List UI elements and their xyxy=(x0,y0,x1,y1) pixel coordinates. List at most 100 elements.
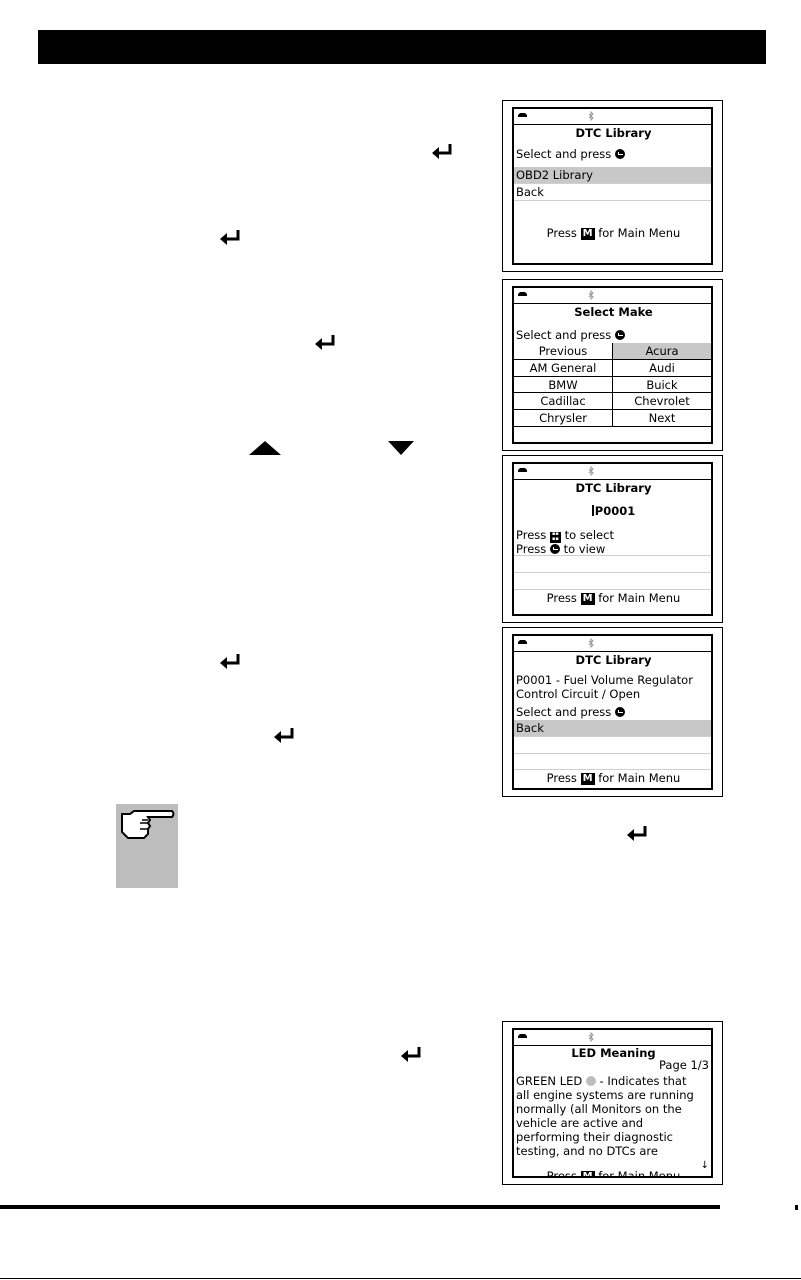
m-key-icon: M xyxy=(580,773,595,786)
footer-post: for Main Menu xyxy=(598,226,681,241)
screen-title: DTC Library xyxy=(575,126,652,140)
make-row: BMW Buick xyxy=(514,376,711,394)
instruction-pre: Press xyxy=(516,542,547,557)
led-text-line: all engine systems are running xyxy=(516,1088,694,1102)
menu-item-back[interactable]: Back xyxy=(514,184,711,201)
make-row: Chrysler Next xyxy=(514,410,711,427)
menu-item-back[interactable]: Back xyxy=(514,720,711,738)
bluetooth-icon xyxy=(588,466,594,476)
page-indicator: Page 1/3 xyxy=(658,1058,709,1072)
prompt-row: Select and press xyxy=(514,704,711,721)
prompt-row: Select and press xyxy=(514,327,711,344)
cursor-icon xyxy=(591,504,594,516)
status-bar xyxy=(514,109,711,125)
scroll-down-icon[interactable]: ↓ xyxy=(700,1160,709,1171)
lcd-screen-select-make: Select Make Select and press Previous Ac… xyxy=(502,279,723,451)
led-text-line: normally (all Monitors on the xyxy=(516,1102,682,1116)
make-option-am-general[interactable]: AM General xyxy=(514,360,613,376)
status-bar xyxy=(514,464,711,480)
instruction-post: to view xyxy=(563,542,606,557)
vehicle-icon xyxy=(518,292,527,296)
led-text-line: testing, and no DTCs are xyxy=(516,1144,658,1158)
vehicle-icon xyxy=(518,1034,527,1038)
screen-title: Select Make xyxy=(574,305,653,319)
bluetooth-icon xyxy=(588,1032,594,1042)
footer-rule xyxy=(0,1205,720,1209)
screen-title: LED Meaning xyxy=(571,1046,656,1060)
empty-row xyxy=(514,754,711,771)
page-bottom-line xyxy=(0,1278,801,1279)
footer: Press M for Main Menu xyxy=(514,770,711,787)
led-text: - Indicates that xyxy=(599,1074,687,1088)
led-label: GREEN LED xyxy=(516,1074,583,1088)
make-option-cadillac[interactable]: Cadillac xyxy=(514,393,613,410)
enter-button-icon xyxy=(549,544,560,555)
dtc-description-line1: P0001 - Fuel Volume Regulator xyxy=(516,672,693,687)
enter-key-icon xyxy=(220,230,240,245)
footer-pre: Press xyxy=(546,590,577,605)
enter-key-icon xyxy=(274,728,294,743)
status-bar xyxy=(514,636,711,652)
footer: Press M for Main Menu xyxy=(514,1168,711,1178)
footer-pre: Press xyxy=(546,771,577,786)
enter-button-icon xyxy=(614,706,625,717)
vehicle-icon xyxy=(518,113,527,117)
empty-row xyxy=(514,737,711,754)
led-text-line: performing their diagnostic xyxy=(516,1130,673,1144)
make-row: Previous Acura xyxy=(514,343,711,361)
bluetooth-icon xyxy=(588,638,594,648)
lcd-screen-led-meaning: LED Meaning Page 1/3 GREEN LED - Indicat… xyxy=(502,1021,723,1185)
lcd-screen-dtc-library: DTC Library Select and press OBD2 Librar… xyxy=(502,100,723,272)
make-option-chevrolet[interactable]: Chevrolet xyxy=(634,394,690,409)
empty-row xyxy=(514,573,711,590)
make-row: AM General Audi xyxy=(514,360,711,377)
make-option-next[interactable]: Next xyxy=(648,411,676,426)
led-text-line: GREEN LED - Indicates that xyxy=(514,1074,711,1088)
prompt-text: Select and press xyxy=(516,704,612,719)
make-option-bmw[interactable]: BMW xyxy=(514,376,613,393)
make-row: Cadillac Chevrolet xyxy=(514,393,711,411)
lcd-screen-dtc-code: DTC Library P0001 Press ▪▪▪▪ to select P… xyxy=(502,455,723,623)
empty-row xyxy=(514,201,711,218)
enter-key-icon xyxy=(432,144,452,159)
make-option-previous[interactable]: Previous xyxy=(514,343,613,360)
enter-button-icon xyxy=(614,329,625,340)
make-option-buick[interactable]: Buick xyxy=(646,377,678,392)
bluetooth-icon xyxy=(588,290,594,300)
status-bar xyxy=(514,1030,711,1046)
pointing-hand-icon xyxy=(121,810,175,839)
enter-key-icon xyxy=(220,654,240,669)
status-bar xyxy=(514,288,711,304)
title-block: LED Meaning Page 1/3 xyxy=(514,1046,711,1074)
enter-key-icon xyxy=(315,335,335,350)
screen-title: DTC Library xyxy=(575,481,652,495)
up-arrow-icon xyxy=(249,441,281,455)
footer-pre: Press xyxy=(546,226,577,241)
prompt-text: Select and press xyxy=(516,146,612,161)
menu-item-obd2-library[interactable]: OBD2 Library xyxy=(514,167,711,185)
m-key-icon: M xyxy=(580,228,595,241)
vehicle-icon xyxy=(518,468,527,472)
header-bar xyxy=(38,30,766,64)
enter-key-icon xyxy=(401,1047,421,1062)
dtc-code[interactable]: P0001 xyxy=(594,503,636,518)
footer-pre: Press xyxy=(546,1169,577,1178)
instruction-pre: Press xyxy=(516,528,547,543)
footer: Press M for Main Menu xyxy=(514,225,711,242)
make-option-audi[interactable]: Audi xyxy=(649,361,675,376)
scroll-row: ↓ xyxy=(514,1158,711,1171)
make-option-acura[interactable]: Acura xyxy=(613,343,711,360)
prompt-row: Select and press xyxy=(514,146,711,163)
note-box xyxy=(116,804,178,888)
footer-post: for Main Menu xyxy=(598,771,681,786)
make-option-chrysler[interactable]: Chrysler xyxy=(514,410,613,426)
vehicle-icon xyxy=(518,640,527,644)
screen-title: DTC Library xyxy=(575,653,652,667)
prompt-text: Select and press xyxy=(516,327,612,342)
instruction-select: Press ▪▪▪▪ to select xyxy=(514,528,711,544)
footer-post: for Main Menu xyxy=(598,590,681,605)
footer-post: for Main Menu xyxy=(598,1169,681,1178)
footer-tick xyxy=(795,1205,798,1210)
footer: Press M for Main Menu xyxy=(514,590,711,607)
dtc-key-icon: ▪▪▪▪ xyxy=(549,532,561,544)
